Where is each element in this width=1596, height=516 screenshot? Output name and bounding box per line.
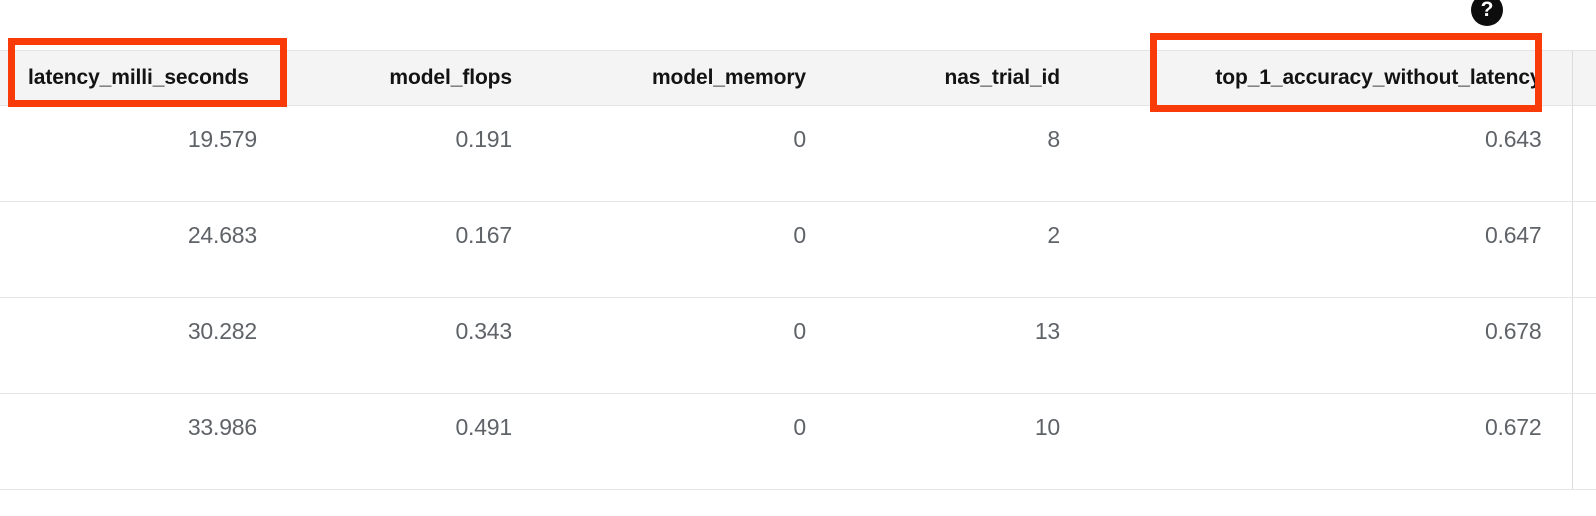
table-row[interactable]: 24.683 0.167 0 2 0.647: [0, 201, 1596, 298]
cell-next-partial: [1571, 297, 1596, 394]
cell-nas-trial-id: 13: [836, 297, 1090, 394]
cell-latency-milli-seconds: 19.579: [0, 105, 287, 202]
cell-model-flops: 0.167: [287, 201, 542, 298]
cell-nas-trial-id: 2: [836, 201, 1090, 298]
nas-results-table: latency_milli_seconds model_flops model_…: [0, 50, 1596, 490]
column-header-model-flops[interactable]: model_flops: [287, 50, 542, 106]
column-header-model-memory[interactable]: model_memory: [542, 50, 836, 106]
cell-model-flops: 0.343: [287, 297, 542, 394]
cell-next-partial: [1571, 105, 1596, 202]
cell-model-memory: 0: [542, 297, 836, 394]
cell-top-1-accuracy-without-latency: 0.678: [1090, 297, 1572, 394]
cell-model-memory: 0: [542, 393, 836, 490]
cell-model-memory: 0: [542, 105, 836, 202]
table-header: latency_milli_seconds model_flops model_…: [0, 50, 1596, 106]
column-header-next-partial[interactable]: [1571, 50, 1596, 106]
table-row[interactable]: 33.986 0.491 0 10 0.672: [0, 393, 1596, 490]
table-body: 19.579 0.191 0 8 0.643 24.683 0.167 0 2 …: [0, 105, 1596, 490]
cell-nas-trial-id: 10: [836, 393, 1090, 490]
column-header-latency-milli-seconds[interactable]: latency_milli_seconds: [0, 50, 287, 106]
cell-next-partial: [1571, 393, 1596, 490]
cell-top-1-accuracy-without-latency: 0.672: [1090, 393, 1572, 490]
column-header-top-1-accuracy-without-latency[interactable]: top_1_accuracy_without_latency: [1090, 50, 1572, 106]
cell-top-1-accuracy-without-latency: 0.647: [1090, 201, 1572, 298]
cell-model-memory: 0: [542, 201, 836, 298]
cell-latency-milli-seconds: 33.986: [0, 393, 287, 490]
cell-next-partial: [1571, 201, 1596, 298]
table-row[interactable]: 19.579 0.191 0 8 0.643: [0, 105, 1596, 202]
help-icon[interactable]: ?: [1471, 0, 1503, 26]
cell-model-flops: 0.491: [287, 393, 542, 490]
table-row[interactable]: 30.282 0.343 0 13 0.678: [0, 297, 1596, 394]
cell-model-flops: 0.191: [287, 105, 542, 202]
cell-latency-milli-seconds: 24.683: [0, 201, 287, 298]
table-header-row: latency_milli_seconds model_flops model_…: [0, 50, 1596, 106]
cell-top-1-accuracy-without-latency: 0.643: [1090, 105, 1572, 202]
column-header-nas-trial-id[interactable]: nas_trial_id: [836, 50, 1090, 106]
cell-nas-trial-id: 8: [836, 105, 1090, 202]
cell-latency-milli-seconds: 30.282: [0, 297, 287, 394]
